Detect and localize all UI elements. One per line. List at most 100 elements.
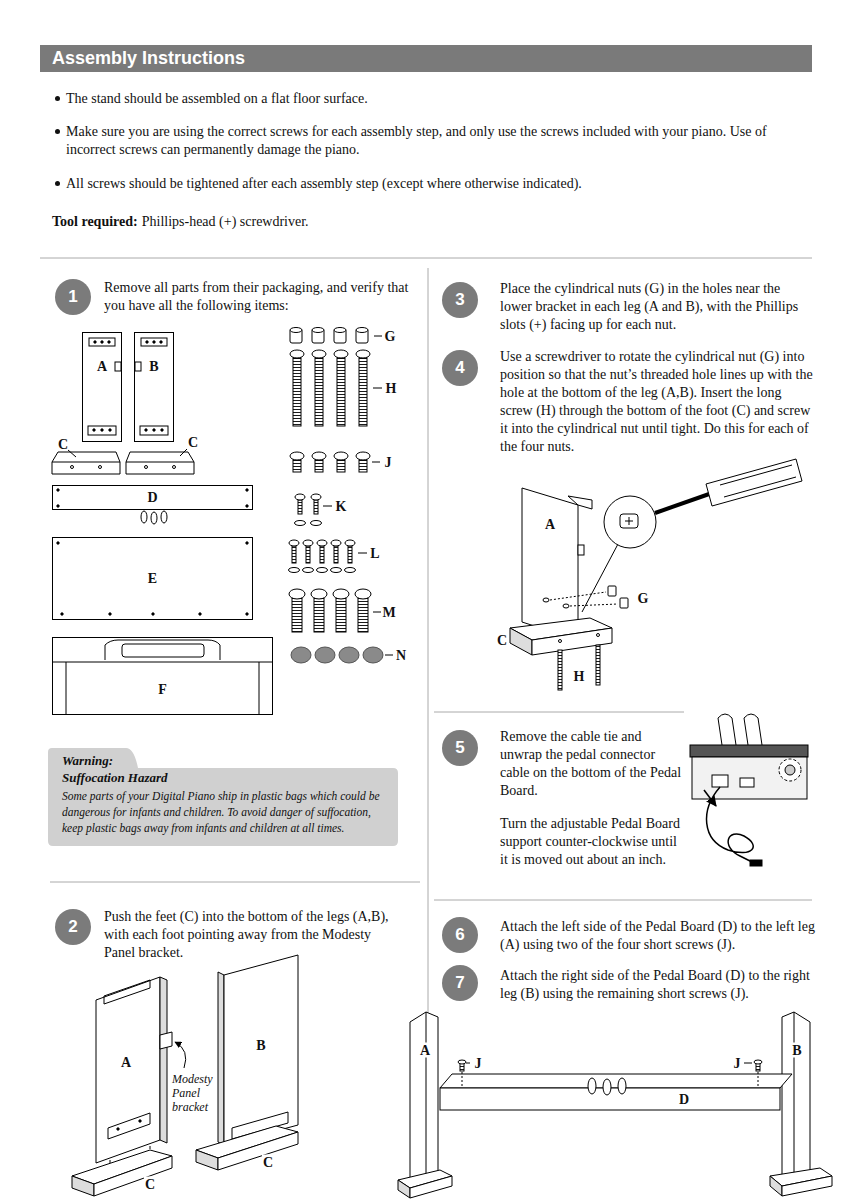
part-letter: H — [574, 669, 585, 684]
hardware-parts-part — [291, 647, 311, 663]
part-panel: E — [52, 537, 253, 620]
step67-drawing-part — [744, 1063, 752, 1064]
part-panel: F — [52, 637, 273, 715]
parts-panels-detail-part — [109, 613, 111, 615]
hardware-parts-part — [356, 350, 370, 358]
step4-drawing-part — [706, 459, 802, 506]
step5-drawing-part — [690, 745, 808, 757]
hardware-parts-part — [334, 328, 346, 333]
instruction-text: Attach the right side of the Pedal Board… — [500, 967, 815, 1003]
instruction-text: Phillips-head (+) screwdriver. — [142, 213, 309, 231]
hardware-parts-part — [356, 328, 368, 333]
parts-panels-detail-part — [161, 511, 167, 523]
step2-drawing-part — [160, 977, 167, 1143]
instruction-text: Remove the cable tie and unwrap the peda… — [500, 728, 685, 800]
hardware-parts-part — [359, 460, 367, 472]
hardware-parts-part — [289, 568, 300, 573]
step5-drawing-part — [740, 778, 754, 787]
parts-panels-detail-part — [101, 341, 103, 343]
warning-heading: Warning: — [62, 752, 386, 769]
hardware-parts-part — [348, 546, 352, 563]
part-letter: L — [370, 546, 379, 561]
step-digit: 4 — [455, 358, 464, 378]
step2-drawing-part — [218, 1132, 298, 1170]
hardware-parts-part — [320, 546, 324, 563]
step4-drawing-part — [620, 598, 628, 608]
hardware-parts-part — [358, 553, 367, 554]
parts-panels-detail-part — [71, 466, 74, 469]
hardware-parts-part — [295, 521, 306, 526]
hardware-parts-part — [290, 350, 304, 358]
parts-panels-detail-part — [88, 426, 116, 435]
rule-lines-part — [50, 882, 420, 883]
hardware-parts-part — [312, 452, 326, 460]
step2-drawing-part — [196, 1150, 218, 1170]
step67-drawing-part — [440, 1074, 792, 1088]
parts-panels-detail-part — [52, 662, 273, 663]
step4-drawing-part — [604, 496, 656, 548]
part-letter: D — [679, 1092, 689, 1107]
step2-drawing-part — [104, 980, 150, 1004]
part-letter: J — [475, 1056, 482, 1071]
bullet-dot — [55, 96, 60, 101]
part-panel: A — [82, 332, 122, 442]
step5-drawing-part — [785, 765, 795, 775]
step67-drawing-part — [618, 1078, 626, 1094]
step4-drawing-part — [570, 604, 618, 606]
hardware-parts-part — [317, 568, 328, 573]
step-digit: 2 — [68, 917, 77, 937]
parts-panels-detail-part — [108, 341, 110, 343]
parts-panels-detail-part — [66, 662, 67, 715]
step5-drawing-part — [750, 860, 762, 866]
step-digit: 5 — [455, 738, 464, 758]
step67-drawing-part — [794, 1012, 795, 1186]
hardware-parts-part — [374, 336, 382, 337]
title-bar: Assembly Instructions — [40, 45, 812, 72]
hardware-parts-part — [315, 647, 335, 663]
page-title: Assembly Instructions — [40, 45, 812, 72]
step5-drawing-part — [704, 790, 716, 806]
hardware-parts-part — [298, 500, 302, 514]
hardware-parts-part — [323, 506, 332, 507]
hardware-parts-part — [292, 546, 296, 563]
parts-panels-detail-part — [52, 462, 120, 463]
part-letter: B — [135, 359, 173, 375]
instruction-text: Tool required: — [52, 213, 138, 231]
step4-drawing-part — [655, 493, 712, 513]
hardware-parts-part — [373, 388, 382, 389]
callout-label: Modesty Panel bracket — [172, 1072, 216, 1114]
part-letter: E — [148, 571, 157, 587]
hardware-parts-part — [331, 568, 342, 573]
step-number: 6 — [442, 917, 478, 953]
bullet-dot — [55, 129, 60, 134]
hardware-parts-part — [314, 598, 324, 632]
step-number: 1 — [55, 279, 91, 315]
hardware-parts-part — [372, 462, 380, 463]
hardware-parts-part — [334, 452, 348, 460]
parts-panels-detail-part — [141, 338, 167, 346]
parts-panels-detail-part — [89, 338, 115, 346]
hardware-parts-part — [311, 494, 321, 500]
step4-drawing-part — [724, 477, 796, 497]
parts-panels-detail-part — [246, 613, 248, 615]
hardware-parts-part — [315, 460, 323, 472]
step67-drawing-part — [588, 1078, 596, 1094]
step67-drawing-part — [754, 1060, 762, 1064]
step4-drawing-part — [596, 645, 600, 685]
hardware-parts-part — [363, 647, 383, 663]
part-letter: B — [256, 1038, 265, 1053]
hardware-parts-part — [373, 612, 381, 613]
part-letter: J — [734, 1056, 741, 1071]
parts-panels-detail-part — [115, 362, 121, 371]
parts-panels-detail-part — [246, 542, 248, 544]
hardware-parts-part — [303, 568, 314, 573]
hardware-parts-part — [303, 540, 313, 546]
parts-panels-detail-part — [93, 429, 95, 431]
hardware-parts-part — [317, 540, 327, 546]
step2-drawing-part — [117, 1128, 119, 1130]
step-number: 2 — [55, 909, 91, 945]
part-letter: D — [147, 490, 157, 506]
instruction-text: Place the cylindrical nuts (G) in the ho… — [500, 280, 815, 334]
instruction-text: All screws should be tightened after eac… — [66, 175, 826, 193]
